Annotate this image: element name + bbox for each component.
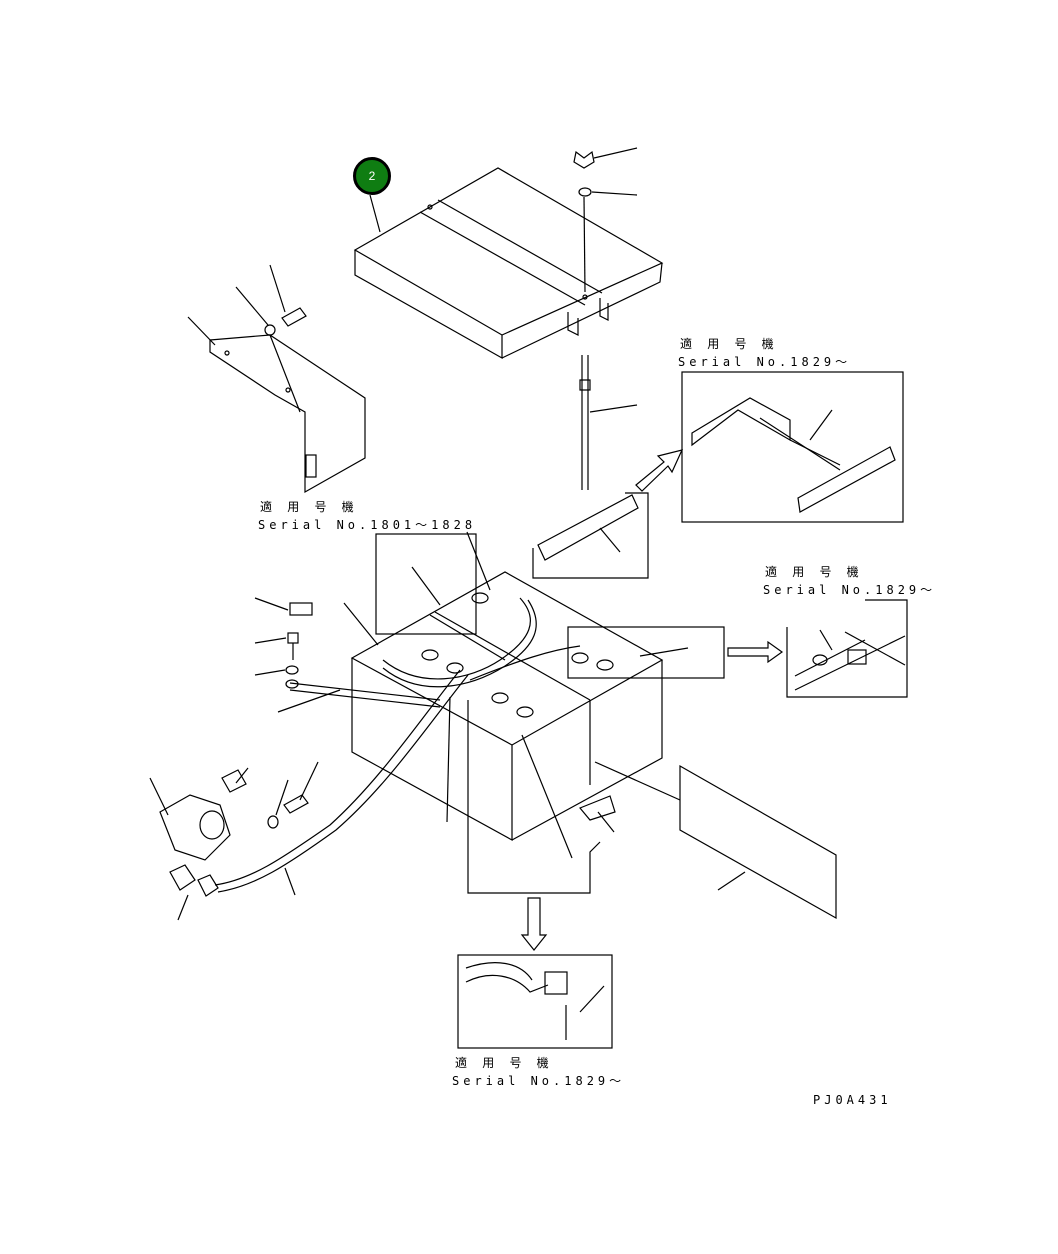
detail-frame: [375, 533, 477, 635]
detail-arrow: [520, 897, 548, 951]
drawing-code: PJ0A431: [813, 1093, 892, 1107]
callout-number-2[interactable]: 2: [353, 157, 391, 195]
washer: [235, 286, 276, 336]
cable-terminal: [169, 864, 296, 921]
hold-down-rod: [579, 355, 638, 490]
detail-frame: [467, 700, 601, 894]
serial-note-heading: 適 用 号 機: [765, 565, 863, 579]
bolt: [254, 632, 299, 660]
battery-cable: [214, 597, 581, 893]
wing-nut: [573, 147, 638, 169]
serial-note-serial: Serial No.1829～: [763, 583, 937, 597]
serial-note-heading: 適 用 号 機: [260, 500, 358, 514]
detail-box-bracket: [681, 371, 904, 523]
battery-cover: [353, 167, 664, 360]
leader-line: [446, 696, 451, 823]
insulation-plate: [579, 761, 837, 920]
serial-note-serial: Serial No.1829～: [452, 1074, 626, 1088]
left-bracket: [187, 316, 366, 494]
leader-line: [369, 194, 381, 233]
leader-line: [597, 811, 615, 833]
bolt: [269, 264, 307, 327]
serial-note-serial: Serial No.1801～1828: [258, 518, 477, 532]
washer: [254, 665, 341, 713]
battery-terminal: [421, 592, 614, 718]
serial-note-heading: 適 用 号 機: [455, 1056, 553, 1070]
battery-box: [350, 571, 664, 842]
cap: [254, 597, 313, 616]
leader-line: [521, 734, 573, 859]
small-bracket-box: [532, 492, 649, 579]
leader-line: [411, 566, 441, 606]
starter-motor: [149, 767, 249, 861]
bolt: [267, 761, 319, 829]
detail-arrow: [635, 449, 684, 492]
serial-note-heading: 適 用 号 機: [680, 337, 778, 351]
detail-box-terminal: [567, 599, 908, 698]
leader-line: [466, 531, 491, 591]
detail-box-cable-end: [457, 954, 613, 1049]
serial-note-serial: Serial No.1829～: [678, 355, 852, 369]
leader-line: [343, 602, 379, 646]
washer: [578, 187, 638, 293]
